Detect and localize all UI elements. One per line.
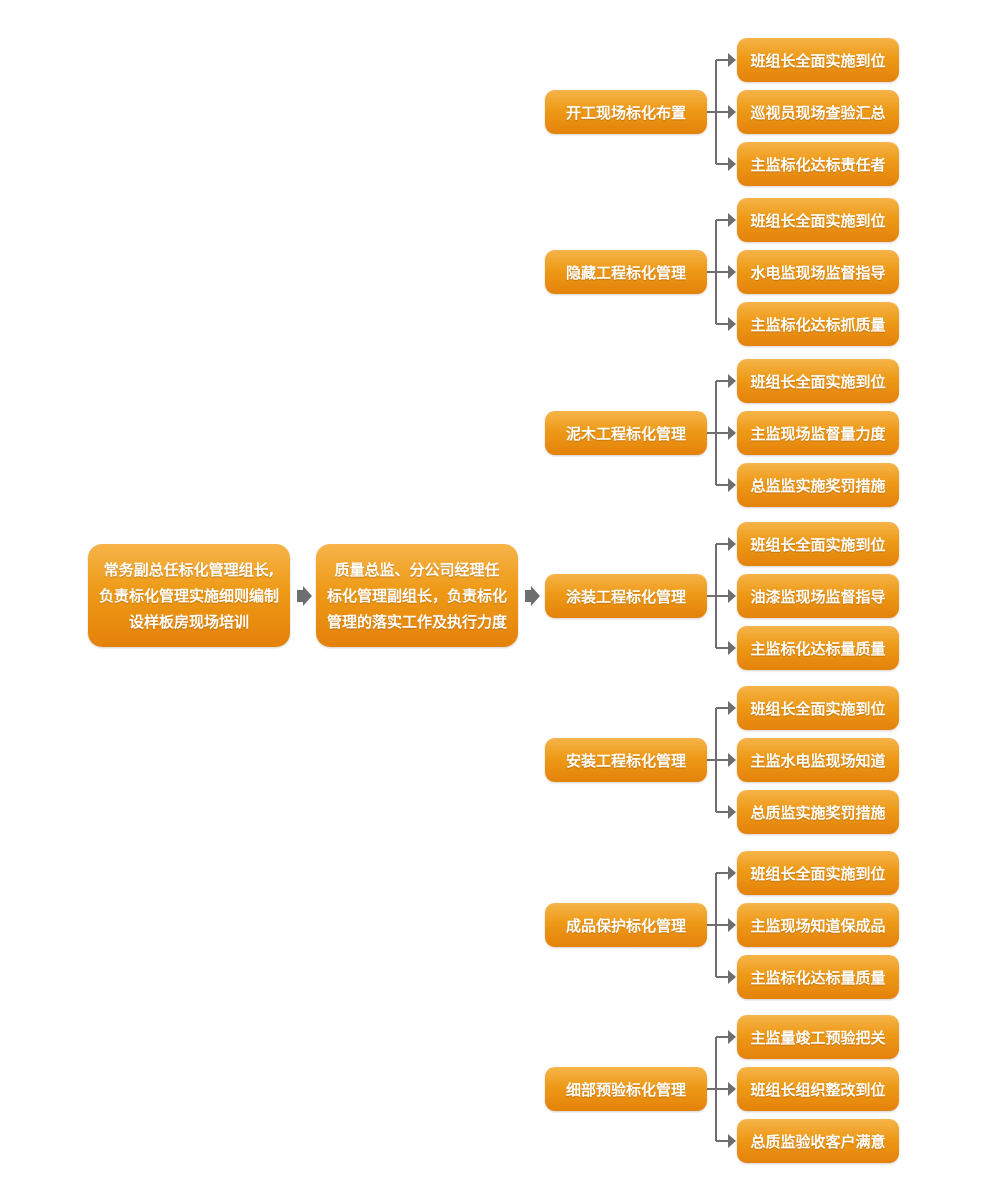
arrow-head [728, 866, 736, 880]
arrow-head [728, 701, 736, 715]
task-node: 总质监实施奖罚措施 [737, 790, 899, 834]
arrow-head [728, 537, 736, 551]
task-node: 主监标化达标量质量 [737, 955, 899, 999]
arrow-head [728, 753, 736, 767]
task-node: 班组长全面实施到位 [737, 686, 899, 730]
arrow-head [728, 265, 736, 279]
arrow-head [728, 213, 736, 227]
root-node: 常务副总任标化管理组长, 负责标化管理实施细则编制 设样板房现场培训 [88, 544, 290, 647]
arrow-head [728, 374, 736, 388]
task-node: 巡视员现场查验汇总 [737, 90, 899, 134]
arrow-head [728, 53, 736, 67]
category-node: 安装工程标化管理 [545, 738, 707, 782]
task-node: 班组长全面实施到位 [737, 522, 899, 566]
task-node: 主监标化达标量质量 [737, 626, 899, 670]
arrow-head [728, 1030, 736, 1044]
arrow-head [728, 970, 736, 984]
deputy-node-line: 质量总监、分公司经理任 [334, 560, 500, 579]
root-node-line: 设样板房现场培训 [128, 612, 249, 631]
task-node: 主监现场监督量力度 [737, 411, 899, 455]
task-node: 油漆监现场监督指导 [737, 574, 899, 618]
flow-arrow [525, 586, 540, 606]
deputy-node-line: 标化管理副组长，负责标化 [326, 586, 507, 605]
task-node: 班组长组织整改到位 [737, 1067, 899, 1111]
arrow-head [728, 641, 736, 655]
arrow-head [728, 589, 736, 603]
arrow-head [728, 918, 736, 932]
task-node: 主监标化达标责任者 [737, 142, 899, 186]
task-node: 班组长全面实施到位 [737, 851, 899, 895]
task-node: 水电监现场监督指导 [737, 250, 899, 294]
category-node: 涂装工程标化管理 [545, 574, 707, 618]
task-node: 班组长全面实施到位 [737, 198, 899, 242]
deputy-node-line: 管理的落实工作及执行力度 [326, 612, 507, 631]
arrow-head [728, 805, 736, 819]
task-node: 总监监实施奖罚措施 [737, 463, 899, 507]
root-node-line: 负责标化管理实施细则编制 [98, 586, 279, 605]
arrow-head [728, 105, 736, 119]
task-node: 主监水电监现场知道 [737, 738, 899, 782]
category-node: 泥木工程标化管理 [545, 411, 707, 455]
arrow-head [728, 317, 736, 331]
root-node-line: 常务副总任标化管理组长, [103, 560, 275, 579]
arrow-head [728, 478, 736, 492]
task-node: 班组长全面实施到位 [737, 38, 899, 82]
task-node: 主监标化达标抓质量 [737, 302, 899, 346]
task-node: 总质监验收客户满意 [737, 1119, 899, 1163]
category-node: 隐藏工程标化管理 [545, 250, 707, 294]
category-node: 成品保护标化管理 [545, 903, 707, 947]
task-node: 班组长全面实施到位 [737, 359, 899, 403]
category-node: 细部预验标化管理 [545, 1067, 707, 1111]
arrow-head [728, 1082, 736, 1096]
task-node: 主监现场知道保成品 [737, 903, 899, 947]
arrow-head [728, 157, 736, 171]
arrow-head [728, 426, 736, 440]
arrow-head [728, 1134, 736, 1148]
task-node: 主监量竣工预验把关 [737, 1015, 899, 1059]
category-node: 开工现场标化布置 [545, 90, 707, 134]
deputy-node: 质量总监、分公司经理任 标化管理副组长，负责标化 管理的落实工作及执行力度 [316, 544, 518, 647]
flow-arrow [297, 586, 312, 606]
